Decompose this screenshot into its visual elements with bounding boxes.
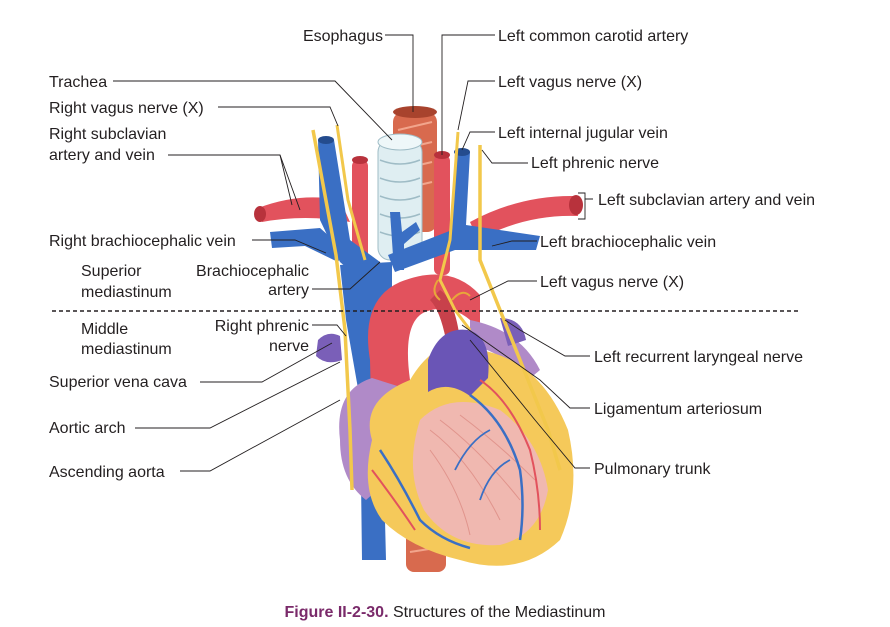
label-right-brachiocephalic-vein: Right brachiocephalic vein <box>49 233 236 250</box>
label-ascending-aorta: Ascending aorta <box>49 464 165 481</box>
label-right-subclavian-line2: artery and vein <box>49 147 155 164</box>
labels: Esophagus Left common carotid artery Tra… <box>49 28 815 481</box>
label-esophagus: Esophagus <box>303 28 383 45</box>
label-aortic-arch: Aortic arch <box>49 420 125 437</box>
label-trachea: Trachea <box>49 74 107 91</box>
label-left-subclavian-artery-vein: Left subclavian artery and vein <box>598 192 815 209</box>
label-left-phrenic-nerve: Left phrenic nerve <box>531 155 659 172</box>
label-superior-vena-cava: Superior vena cava <box>49 374 187 391</box>
label-left-brachiocephalic-vein: Left brachiocephalic vein <box>540 234 716 251</box>
label-ligamentum-arteriosum: Ligamentum arteriosum <box>594 401 762 418</box>
label-right-subclavian-line1: Right subclavian <box>49 126 166 143</box>
nerves <box>311 124 562 491</box>
label-middle-line2: mediastinum <box>81 341 172 358</box>
label-left-internal-jugular-vein: Left internal jugular vein <box>498 125 668 142</box>
label-right-vagus-nerve: Right vagus nerve (X) <box>49 100 204 117</box>
label-right-phrenic-line2: nerve <box>269 338 309 355</box>
label-left-vagus-nerve-mid: Left vagus nerve (X) <box>540 274 684 291</box>
label-brachiocephalic-artery-line1: Brachiocephalic <box>196 263 309 280</box>
label-superior-line1: Superior <box>81 263 142 280</box>
label-brachiocephalic-artery-line2: artery <box>268 282 309 299</box>
label-right-phrenic-line1: Right phrenic <box>215 318 309 335</box>
leader-lines <box>113 34 593 472</box>
label-pulmonary-trunk: Pulmonary trunk <box>594 461 711 478</box>
label-left-common-carotid-artery: Left common carotid artery <box>498 28 688 45</box>
label-middle-line1: Middle <box>81 321 128 338</box>
label-left-recurrent-laryngeal-nerve: Left recurrent laryngeal nerve <box>594 349 803 366</box>
anatomy-illustration <box>254 106 583 572</box>
label-left-vagus-nerve-top: Left vagus nerve (X) <box>498 74 642 91</box>
figure-caption: Figure II-2-30. Structures of the Medias… <box>0 604 890 622</box>
figure-number: Figure II-2-30. <box>284 604 389 621</box>
label-superior-line2: mediastinum <box>81 284 172 301</box>
coronary-vessels <box>371 379 541 550</box>
figure-title: Structures of the Mediastinum <box>392 604 606 621</box>
